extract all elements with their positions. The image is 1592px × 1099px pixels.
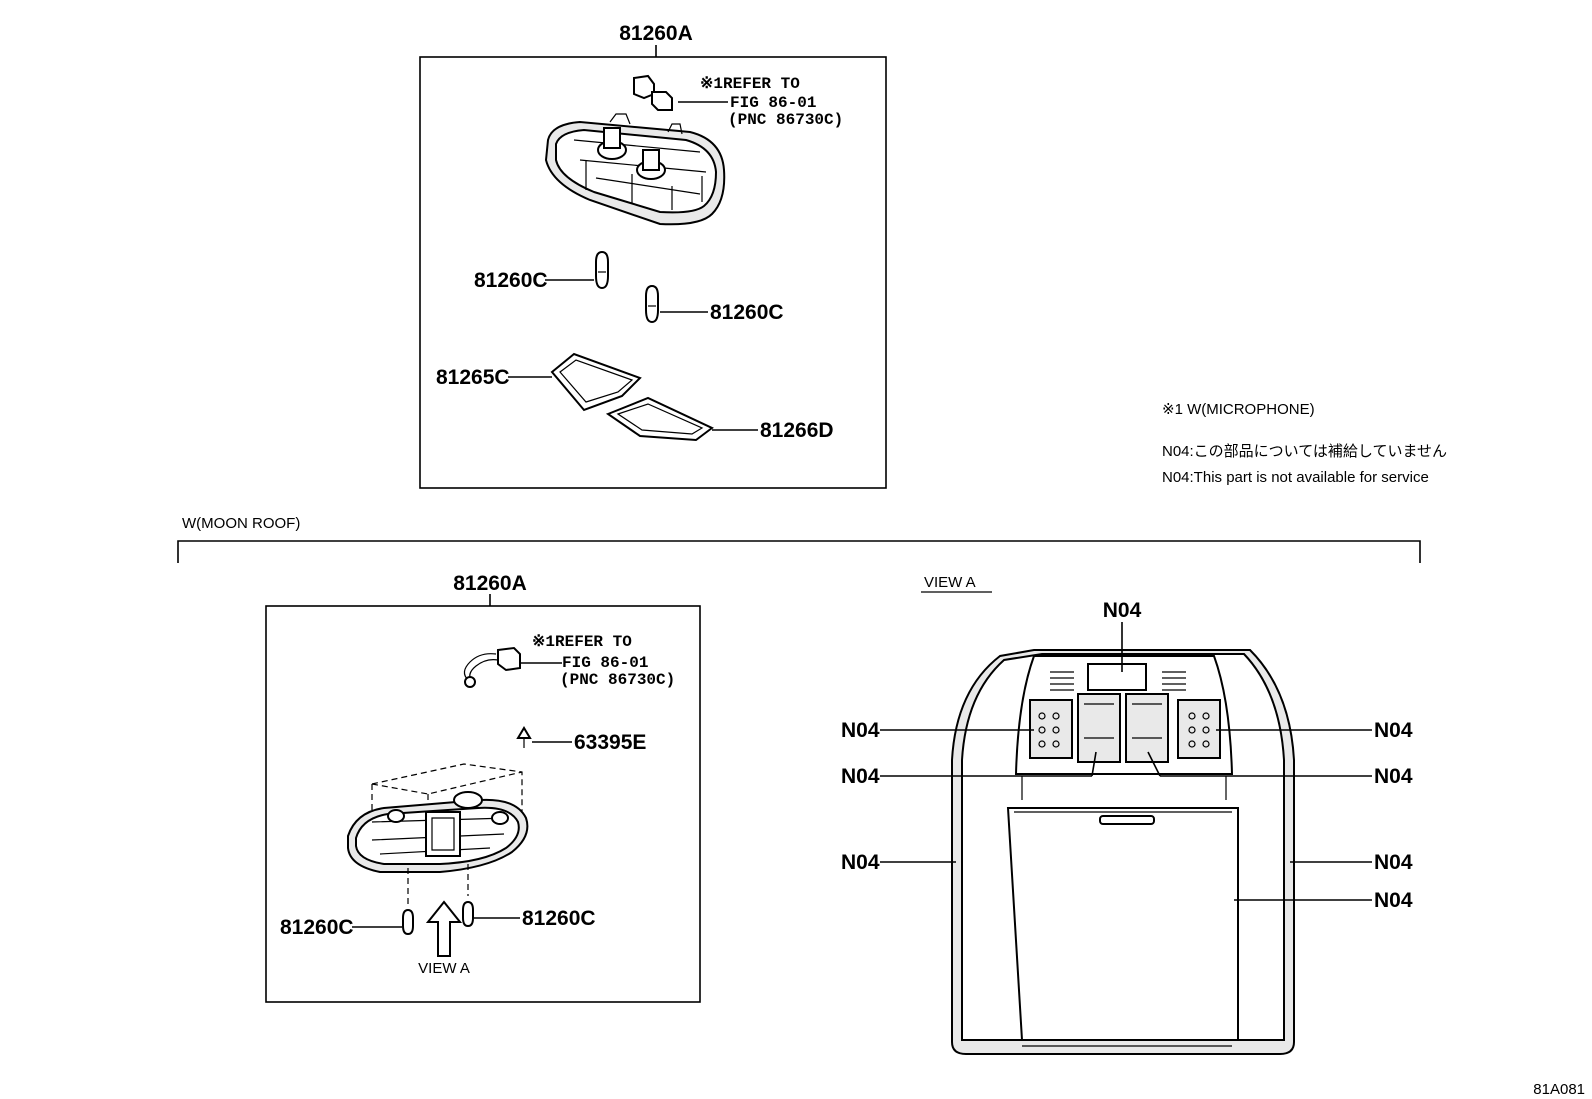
view-a-callout-left-3[interactable]: N04 bbox=[841, 851, 880, 874]
view-a-callout-right-1[interactable]: N04 bbox=[1374, 719, 1413, 742]
moon-roof-label-bulb-left[interactable]: 81260C bbox=[280, 916, 354, 939]
moon-roof-label-clip[interactable]: 63395E bbox=[574, 731, 646, 754]
bulb-left bbox=[595, 250, 609, 290]
top-label-bulb-right[interactable]: 81260C bbox=[710, 301, 784, 324]
moon-roof-assembly-frame bbox=[265, 605, 701, 1003]
moon-roof-title-part-number[interactable]: 81260A bbox=[453, 572, 527, 595]
view-a-arrow-label: VIEW A bbox=[418, 960, 470, 977]
top-refer-line3: (PNC 86730C) bbox=[728, 111, 843, 129]
view-a-arrow bbox=[425, 900, 463, 957]
top-assembly: 81260A ※1REFER TO FIG 86-01 (PNC 86730C) bbox=[419, 22, 887, 489]
bulb-right bbox=[645, 284, 659, 324]
lens-lower bbox=[605, 396, 714, 442]
top-label-lens-upper[interactable]: 81265C bbox=[436, 366, 510, 389]
connector-part bbox=[633, 74, 673, 111]
top-label-bulb-left[interactable]: 81260C bbox=[474, 269, 548, 292]
moon-roof-section-label: W(MOON ROOF) bbox=[182, 515, 300, 532]
moon-roof-bracket bbox=[177, 540, 1421, 563]
note-n04-japanese: N04:この部品については補給していません bbox=[1162, 443, 1447, 460]
moon-roof-refer-line3: (PNC 86730C) bbox=[560, 671, 675, 689]
top-assembly-frame bbox=[419, 56, 887, 489]
view-a-leader-lines bbox=[880, 622, 1372, 901]
top-refer-line1: ※1REFER TO bbox=[700, 75, 800, 93]
note-microphone: ※1 W(MICROPHONE) bbox=[1162, 401, 1315, 418]
view-a-callout-left-1[interactable]: N04 bbox=[841, 719, 880, 742]
moon-roof-assembly: 81260A ※1REFER TO FIG 86-01 (PNC 86730C)… bbox=[265, 572, 701, 1003]
view-a-callout-right-4[interactable]: N04 bbox=[1374, 889, 1413, 912]
moon-roof-refer-line2: FIG 86-01 bbox=[562, 654, 648, 672]
overhead-console bbox=[951, 649, 1295, 1055]
moon-roof-lamp-housing bbox=[347, 763, 529, 906]
moon-roof-connector-part bbox=[463, 646, 521, 688]
figure-id: 81A081 bbox=[1533, 1081, 1585, 1098]
lens-upper bbox=[550, 352, 642, 412]
moon-roof-bulb-right bbox=[462, 900, 474, 928]
top-label-lens-lower[interactable]: 81266D bbox=[760, 419, 834, 442]
view-a-callout-top[interactable]: N04 bbox=[1103, 599, 1142, 622]
view-a: VIEW A bbox=[841, 574, 1413, 1055]
view-a-callout-right-3[interactable]: N04 bbox=[1374, 851, 1413, 874]
moon-roof-bulb-left bbox=[402, 908, 414, 936]
top-refer-line2: FIG 86-01 bbox=[730, 94, 816, 112]
view-a-callout-left-2[interactable]: N04 bbox=[841, 765, 880, 788]
top-title-part-number[interactable]: 81260A bbox=[619, 22, 693, 45]
view-a-title: VIEW A bbox=[924, 574, 976, 591]
note-n04-english: N04:This part is not available for servi… bbox=[1162, 469, 1429, 486]
lamp-housing bbox=[544, 113, 726, 226]
moon-roof-refer-line1: ※1REFER TO bbox=[532, 633, 632, 651]
view-a-callout-right-2[interactable]: N04 bbox=[1374, 765, 1413, 788]
notes: ※1 W(MICROPHONE) N04:この部品については補給していません N… bbox=[1162, 401, 1447, 486]
clip-part bbox=[516, 726, 532, 748]
moon-roof-label-bulb-right[interactable]: 81260C bbox=[522, 907, 596, 930]
